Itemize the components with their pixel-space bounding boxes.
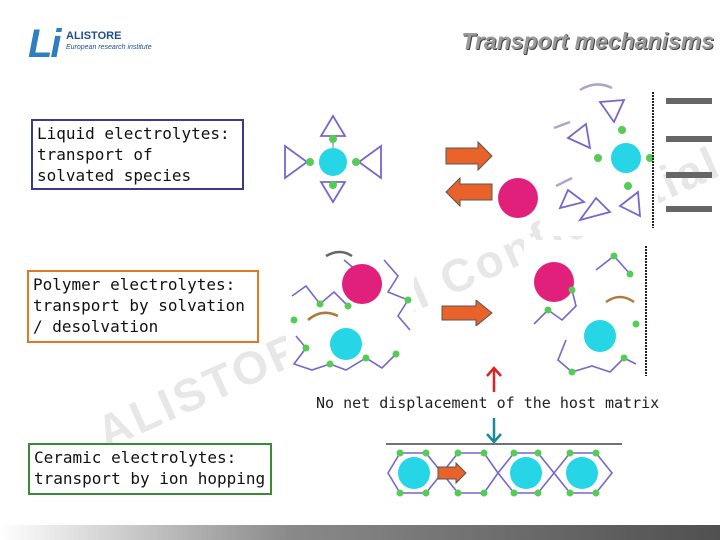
cation-sphere bbox=[330, 328, 362, 360]
polymer-after-diagram bbox=[524, 240, 648, 382]
footer-bar bbox=[0, 525, 720, 540]
displacement-caption: No net displacement of the host matrix bbox=[316, 394, 660, 412]
arrow-right-icon bbox=[445, 140, 493, 172]
liquid-description: transport of solvated species bbox=[37, 145, 192, 185]
arrow-right-icon bbox=[441, 300, 493, 326]
logo-name: ALISTORE bbox=[66, 30, 122, 42]
logo-subtitle: European research institute bbox=[66, 44, 152, 51]
anion-sphere bbox=[342, 264, 382, 304]
cation-sphere bbox=[319, 148, 347, 176]
logo-mark: Li bbox=[28, 22, 62, 66]
ceramic-electrolytes-box: Ceramic electrolytes: transport by ion h… bbox=[28, 443, 272, 495]
ceramic-heading: Ceramic electrolytes: bbox=[34, 448, 237, 467]
polymer-before-diagram bbox=[286, 240, 414, 382]
liquid-electrolytes-box: Liquid electrolytes: transport of solvat… bbox=[31, 119, 244, 190]
anion-sphere bbox=[534, 262, 574, 302]
polymer-electrolytes-box: Polymer electrolytes: transport by solva… bbox=[27, 270, 259, 343]
arrow-right-icon bbox=[437, 461, 467, 485]
cation-sphere bbox=[584, 320, 616, 352]
arrow-left-icon bbox=[445, 176, 493, 208]
solvated-transport-diagram bbox=[540, 78, 712, 236]
liquid-arrows bbox=[445, 140, 538, 218]
ceramic-description: transport by ion hopping bbox=[34, 469, 266, 488]
ion-hopping-diagram bbox=[386, 443, 622, 503]
polymer-heading: Polymer electrolytes: bbox=[33, 275, 236, 294]
displacement-arrows bbox=[486, 366, 502, 444]
polymer-description: transport by solvation / desolvation bbox=[33, 296, 245, 336]
slide-title: Transport mechanisms bbox=[461, 28, 714, 54]
liquid-heading: Liquid electrolytes: bbox=[37, 124, 230, 143]
solvated-ion-diagram bbox=[277, 106, 389, 212]
alistore-logo: Li ALISTORE European research institute bbox=[8, 18, 168, 68]
anion-sphere bbox=[498, 178, 538, 218]
polymer-arrow bbox=[441, 300, 493, 326]
